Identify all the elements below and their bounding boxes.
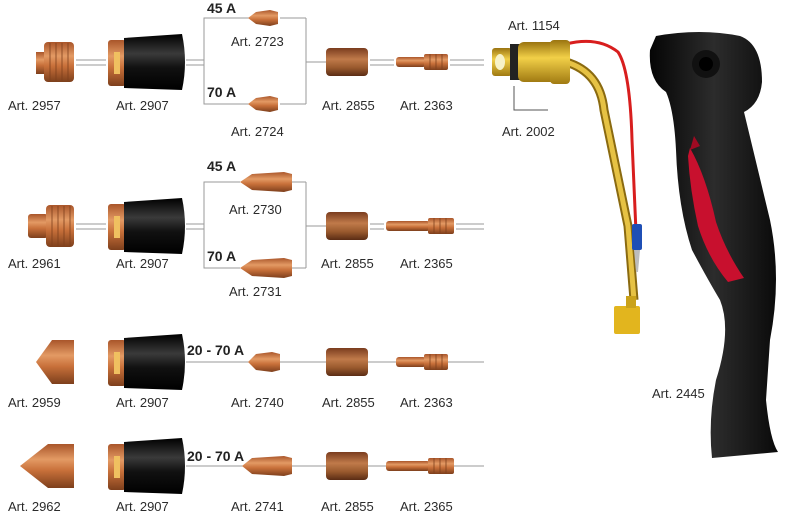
label-2855-r4: Art. 2855: [321, 499, 374, 514]
amp-label-2724: 70 A: [207, 84, 237, 100]
nozzle-2907-b: [108, 198, 185, 254]
row-2: [76, 181, 484, 269]
tip-2365: [386, 218, 454, 234]
label-2907-r2: Art. 2907: [116, 256, 169, 271]
diffuser-2855-d: [326, 452, 368, 480]
nozzle-2907-d: [108, 438, 185, 494]
tip-2363-b: [396, 354, 448, 370]
label-2855-r3: Art. 2855: [322, 395, 375, 410]
amp-label-2741: 20 - 70 A: [187, 448, 245, 464]
label-2002: Art. 2002: [502, 124, 555, 139]
oring-2002-pointer: [513, 86, 548, 111]
shield-2957: [36, 42, 74, 82]
label-2962: Art. 2962: [8, 499, 61, 514]
amp-label-2723: 45 A: [207, 0, 237, 16]
label-2741: Art. 2741: [231, 499, 284, 514]
nozzle-2907-c: [108, 334, 185, 390]
label-2365-r2: Art. 2365: [400, 499, 453, 514]
electrode-2730: [240, 172, 292, 192]
label-2365-r1: Art. 2365: [400, 256, 453, 271]
shield-2962: [20, 444, 74, 488]
amp-label-2731: 70 A: [207, 248, 237, 264]
label-2907-r3: Art. 2907: [116, 395, 169, 410]
label-2740: Art. 2740: [231, 395, 284, 410]
amp-label-2730: 45 A: [207, 158, 237, 174]
tip-2363: [396, 54, 448, 70]
label-2959: Art. 2959: [8, 395, 61, 410]
label-2730: Art. 2730: [229, 202, 282, 217]
electrode-2723: [248, 10, 278, 26]
label-2855-r1: Art. 2855: [322, 98, 375, 113]
label-2445: Art. 2445: [652, 386, 705, 401]
label-2731: Art. 2731: [229, 284, 282, 299]
electrode-2740: [248, 352, 280, 372]
row-1: [76, 17, 484, 105]
label-2907-r1: Art. 2907: [116, 98, 169, 113]
label-1154: Art. 1154: [508, 18, 560, 33]
label-2363-r2: Art. 2363: [400, 395, 453, 410]
shield-2961: [28, 205, 74, 247]
label-2363-r1: Art. 2363: [400, 98, 453, 113]
torch-head-1154: [492, 39, 642, 334]
label-2961: Art. 2961: [8, 256, 61, 271]
tip-2365-b: [386, 458, 454, 474]
label-2724: Art. 2724: [231, 124, 284, 139]
electrode-2731: [240, 258, 292, 278]
shield-2959: [36, 340, 74, 384]
electrode-2741: [242, 456, 292, 476]
label-2907-r4: Art. 2907: [116, 499, 169, 514]
diffuser-2855-b: [326, 212, 368, 240]
amp-label-2740: 20 - 70 A: [187, 342, 245, 358]
label-2723: Art. 2723: [231, 34, 284, 49]
label-2957: Art. 2957: [8, 98, 61, 113]
diffuser-2855: [326, 48, 368, 76]
electrode-2724: [248, 96, 278, 112]
nozzle-2907: [108, 34, 185, 90]
label-2855-r2: Art. 2855: [321, 256, 374, 271]
handle-2445: [649, 32, 778, 458]
diffuser-2855-c: [326, 348, 368, 376]
